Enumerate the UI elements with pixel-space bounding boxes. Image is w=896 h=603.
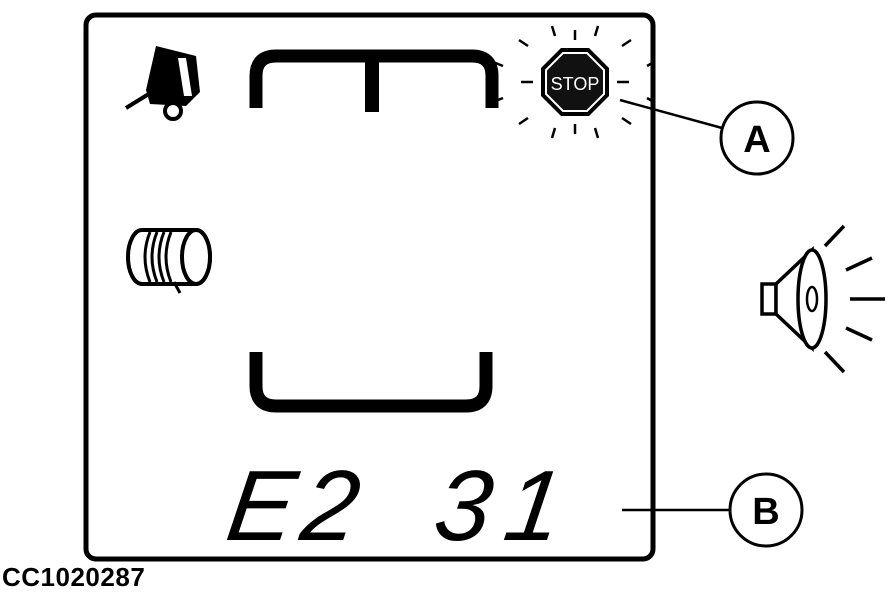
baler-icon (124, 46, 200, 121)
bale-chamber-top-bracket (249, 49, 499, 112)
stop-warning-icon: STOP (492, 25, 655, 139)
bale-roll-icon (126, 228, 212, 294)
callout-b-bubble (728, 472, 804, 548)
callout-a-bubble (719, 100, 795, 176)
callout-b-label: B (752, 491, 779, 533)
figure-id: CC1020287 (2, 562, 146, 592)
display-panel (83, 12, 656, 562)
stop-label: STOP (551, 74, 600, 94)
alarm-horn-icon (760, 224, 885, 374)
stop-flash-rays-icon (492, 25, 655, 139)
callout-a-label: A (743, 119, 770, 161)
horn-sound-waves-icon (823, 224, 885, 374)
bale-chamber-bottom-bracket (249, 352, 493, 413)
callout-b: B (622, 472, 804, 548)
callout-a: A (619, 98, 795, 176)
callout-a-leader (619, 98, 723, 130)
